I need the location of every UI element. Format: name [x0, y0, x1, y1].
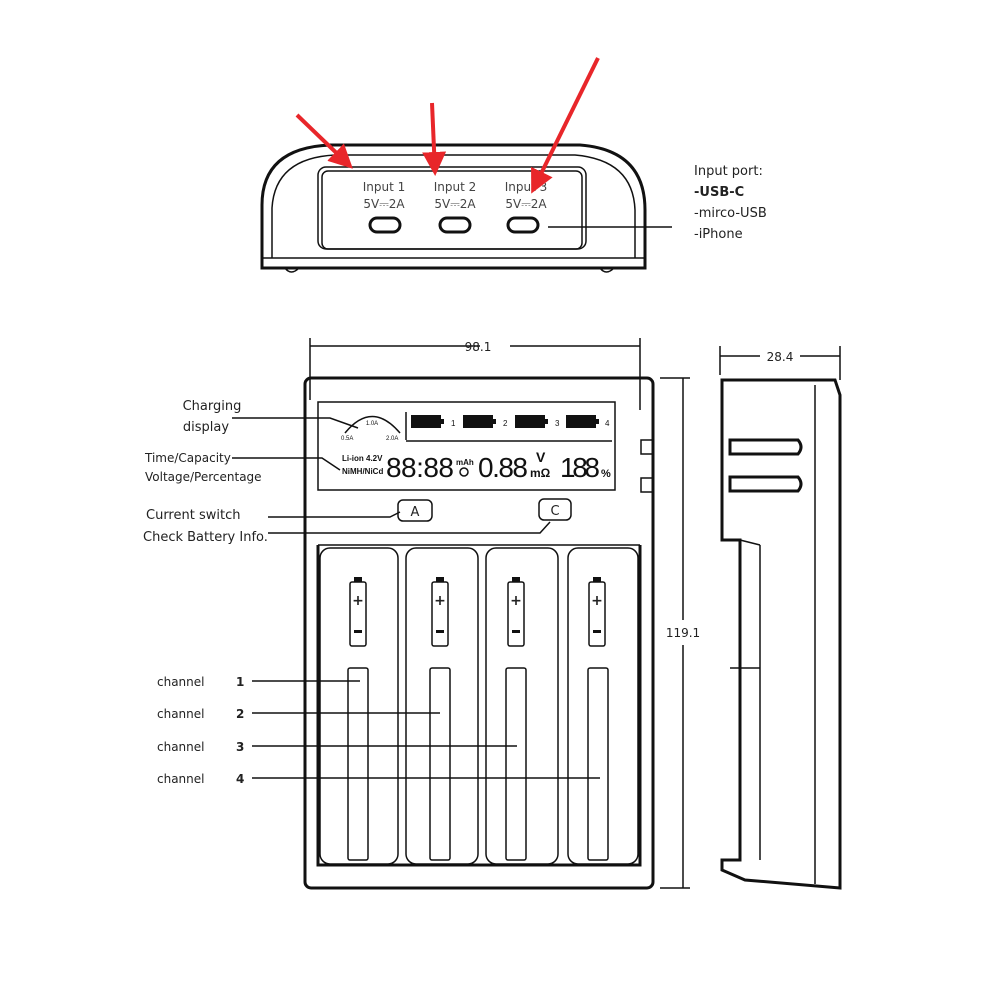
width-dimension: 98.1: [465, 340, 492, 354]
lcd-percent: 188: [560, 452, 600, 483]
slot-num: 3: [555, 419, 560, 428]
channel-num: 4: [236, 772, 244, 786]
slot-num: 2: [503, 419, 508, 428]
callout-time-capacity: Time/Capacity: [144, 451, 231, 465]
chem-liion: Li-ion 4.2V: [342, 454, 383, 463]
slider-1: [347, 667, 369, 861]
channel-label: channel: [157, 675, 204, 689]
battery-polarity-icon: +: [349, 577, 367, 647]
bay-1: [319, 547, 399, 865]
gauge-top-label: 1.0A: [366, 421, 378, 427]
usb-c-port-icon: [438, 216, 472, 234]
lcd-display: 1.0A 0.5A 2.0A 1 2 3 4 Li-ion 4.2V NiMH/…: [317, 401, 616, 491]
svg-text:+: +: [434, 593, 446, 609]
battery-bays: + + + +: [316, 544, 642, 867]
svg-text:+: +: [352, 593, 364, 609]
port-rating: 5V⎓2A: [434, 197, 476, 211]
slider-3: [505, 667, 527, 861]
callout-charging: Charging: [183, 399, 242, 414]
arrow-icon: [295, 113, 353, 169]
port-2: Input 2 5V⎓2A: [434, 180, 477, 234]
slot-num: 1: [451, 419, 456, 428]
usb-c-port-icon: [368, 216, 402, 234]
arrow-icon: [531, 57, 600, 194]
button-a[interactable]: A: [397, 499, 433, 522]
charger-body: [303, 376, 655, 890]
channel-num: 3: [236, 740, 244, 754]
port-label: Input 3: [505, 180, 548, 194]
battery-polarity-icon: +: [507, 577, 525, 647]
top-view: Input 1 5V⎓2A Input 2 5V⎓2A Input 3 5V⎓2…: [260, 57, 767, 273]
port-label: Input 1: [363, 180, 406, 194]
input-type-usbc: -USB-C: [694, 185, 744, 200]
clock-icon: [459, 467, 469, 477]
front-view: 98.1 119.1 1.0A 0.5A 2.0A 1 2 3: [143, 338, 700, 890]
callout-voltage-percentage: Voltage/Percentage: [145, 470, 262, 484]
lcd-mah: mAh: [456, 458, 474, 467]
lcd-mohm: mΩ: [530, 466, 551, 480]
port-label: Input 2: [434, 180, 477, 194]
button-a-label: A: [411, 505, 420, 520]
input-type-iphone: -iPhone: [694, 227, 743, 242]
height-dimension: 119.1: [666, 626, 700, 640]
gauge-right-label: 2.0A: [386, 436, 398, 442]
arrow-icon: [422, 102, 447, 176]
port-rating: 5V⎓2A: [363, 197, 405, 211]
port-1: Input 1 5V⎓2A: [363, 180, 406, 234]
port-3: Input 3 5V⎓2A: [505, 180, 548, 234]
callout-display: display: [183, 420, 229, 435]
depth-dimension: 28.4: [767, 350, 794, 364]
gauge-left-label: 0.5A: [341, 436, 353, 442]
bay-3: [485, 547, 559, 865]
lcd-pct-unit: %: [601, 468, 611, 480]
input-port-title: Input port:: [694, 164, 763, 179]
battery-level-icons: [411, 415, 599, 428]
lcd-time: 88:88: [386, 452, 454, 483]
slot-num: 4: [605, 419, 610, 428]
battery-polarity-icon: +: [431, 577, 449, 647]
channel-label: channel: [157, 707, 204, 721]
channel-num: 1: [236, 675, 244, 689]
callout-current-switch: Current switch: [146, 508, 240, 523]
chem-nimh: NiMH/NiCd: [342, 467, 383, 476]
port-rating: 5V⎓2A: [505, 197, 547, 211]
button-c-label: C: [550, 504, 559, 519]
lcd-v-unit: V: [536, 449, 546, 465]
button-c[interactable]: C: [538, 498, 572, 521]
svg-text:+: +: [510, 593, 522, 609]
bay-4: [567, 547, 639, 865]
channel-labels: channel 1 channel 2 channel 3 channel 4: [157, 675, 600, 786]
channel-label: channel: [157, 740, 204, 754]
slider-2: [429, 667, 451, 861]
top-housing-outline: [260, 143, 647, 270]
red-arrows: [295, 57, 600, 194]
bay-2: [405, 547, 479, 865]
usb-c-port-icon: [506, 216, 540, 234]
channel-num: 2: [236, 707, 244, 721]
side-view: 28.4: [719, 346, 842, 890]
channel-label: channel: [157, 772, 204, 786]
lcd-voltage: 0.88: [478, 452, 528, 483]
input-type-micro: -mirco-USB: [694, 206, 767, 221]
slider-4: [587, 667, 609, 861]
callout-check-battery: Check Battery Info.: [143, 530, 268, 545]
svg-text:+: +: [591, 593, 603, 609]
battery-polarity-icon: +: [588, 577, 606, 647]
